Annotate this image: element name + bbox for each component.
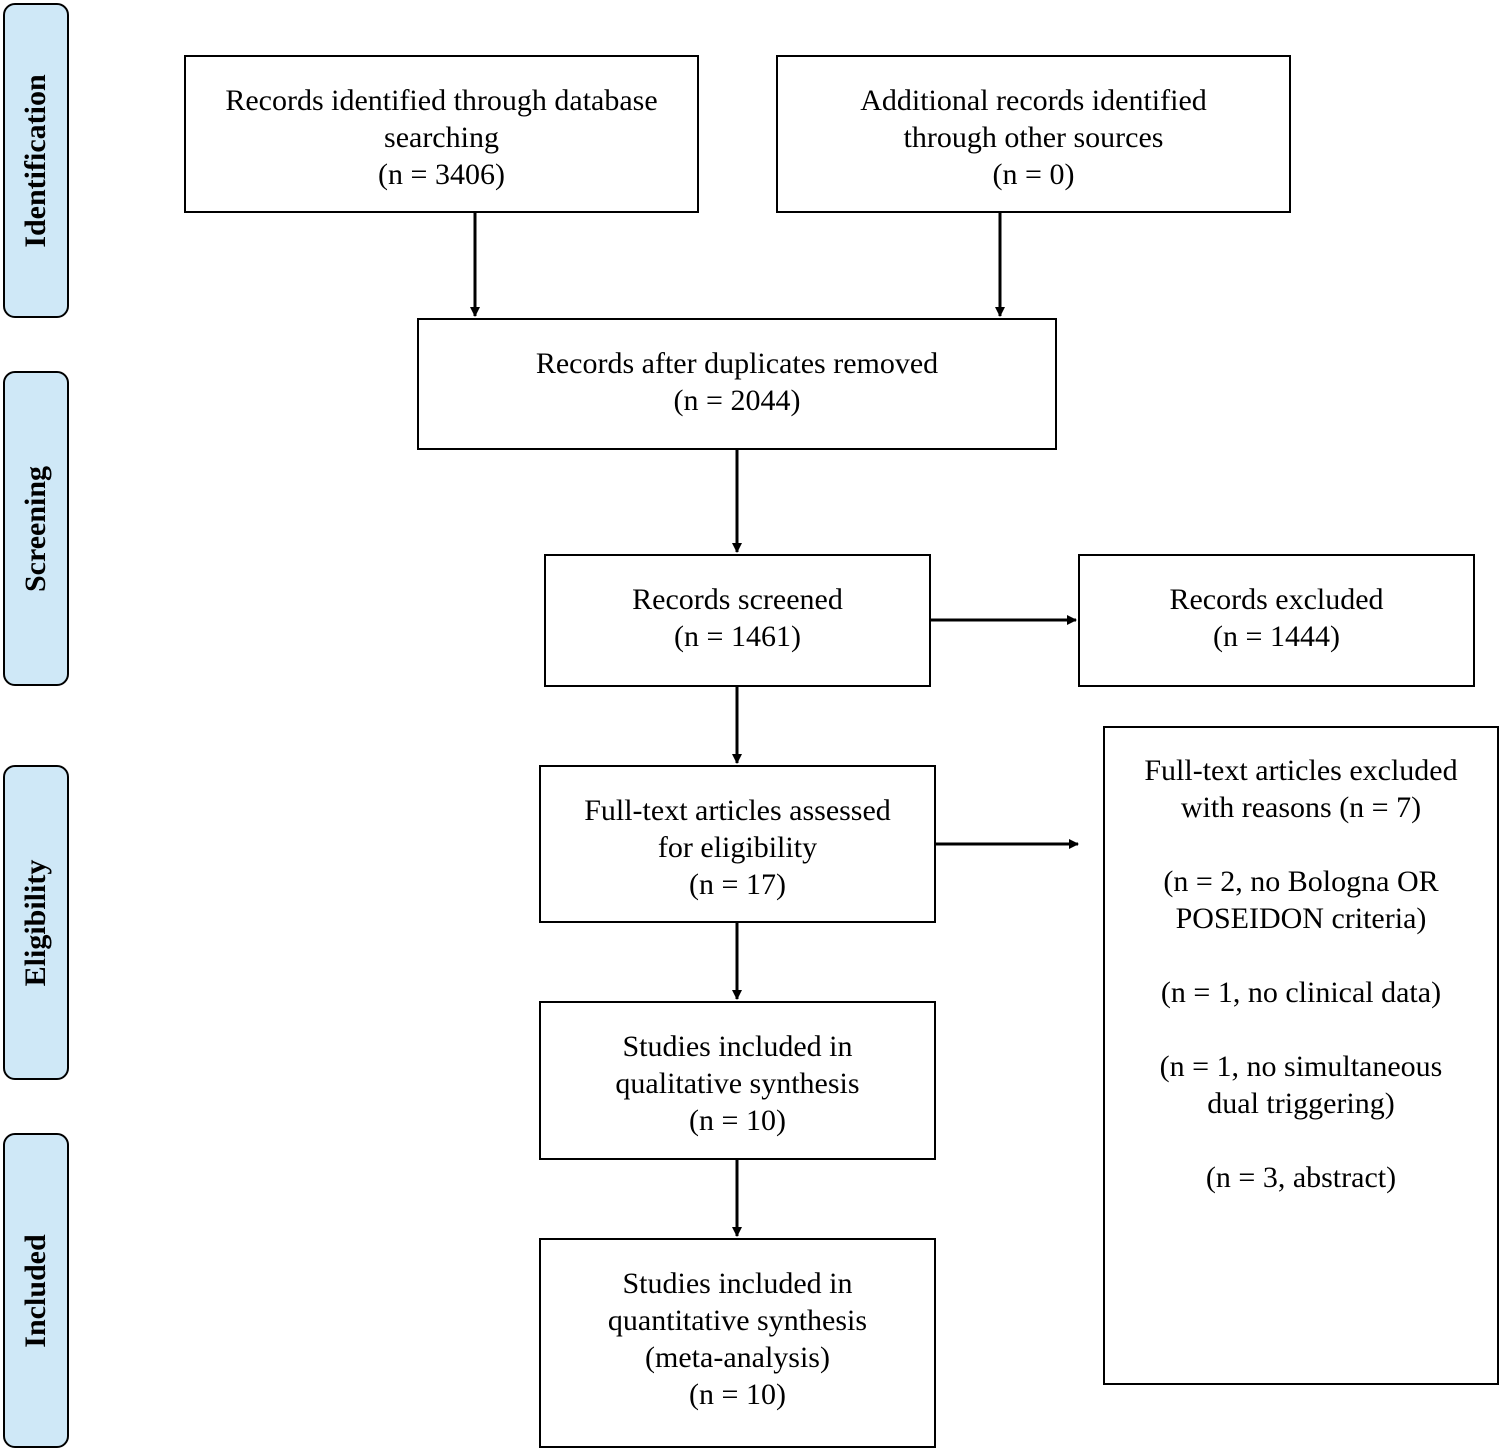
box-line: POSEIDON criteria): [1175, 902, 1427, 935]
box-line: Records excluded: [1169, 583, 1384, 616]
box-line: Additional records identified: [860, 84, 1207, 117]
box-quantitative-synthesis: Studies included in quantitative synthes…: [539, 1238, 936, 1448]
box-line: (meta-analysis): [645, 1341, 830, 1374]
box-line: for eligibility: [657, 831, 818, 864]
box-line: (n = 1, no simultaneous: [1159, 1050, 1443, 1083]
box-line: (n = 2044): [673, 384, 801, 417]
box-records-screened: Records screened (n = 1461): [544, 554, 931, 687]
box-qualitative-synthesis: Studies included in qualitative synthesi…: [539, 1001, 936, 1160]
box-line: Studies included in: [622, 1267, 853, 1300]
stage-identification: Identification: [3, 3, 69, 318]
box-after-duplicates: Records after duplicates removed (n = 20…: [417, 318, 1057, 450]
box-line: Full-text articles assessed: [584, 794, 891, 827]
box-line: (n = 3, abstract): [1205, 1161, 1397, 1194]
box-line: Records identified through database: [225, 84, 658, 117]
box-line: (n = 10): [689, 1378, 786, 1411]
stage-eligibility: Eligibility: [3, 765, 69, 1080]
box-full-text-excluded: Full-text articles excluded with reasons…: [1103, 726, 1499, 1385]
box-line: Studies included in: [622, 1030, 853, 1063]
box-line: searching: [384, 121, 499, 154]
box-line: Records screened: [632, 583, 843, 616]
box-line: (n = 3406): [378, 158, 505, 191]
box-line: (n = 17): [689, 868, 786, 901]
box-database-search: Records identified through database sear…: [184, 55, 699, 213]
box-line: quantitative synthesis: [607, 1304, 868, 1337]
box-line: Records after duplicates removed: [535, 347, 939, 380]
box-line: (n = 1444): [1213, 620, 1340, 653]
stage-screening: Screening: [3, 371, 69, 686]
box-line: through other sources: [903, 121, 1164, 154]
box-line: dual triggering): [1207, 1087, 1395, 1120]
box-line: (n = 1, no clinical data): [1160, 976, 1442, 1009]
box-other-sources: Additional records identified through ot…: [776, 55, 1291, 213]
box-line: with reasons (n = 7): [1180, 791, 1422, 824]
box-line: Full-text articles excluded: [1144, 754, 1458, 787]
box-line: (n = 1461): [674, 620, 801, 653]
box-records-excluded: Records excluded (n = 1444): [1078, 554, 1475, 687]
box-line: (n = 0): [992, 158, 1075, 191]
stage-included: Included: [3, 1133, 69, 1448]
box-line: qualitative synthesis: [615, 1067, 860, 1100]
box-full-text-assessed: Full-text articles assessed for eligibil…: [539, 765, 936, 923]
box-line: (n = 10): [689, 1104, 786, 1137]
box-line: (n = 2, no Bologna OR: [1163, 865, 1439, 898]
